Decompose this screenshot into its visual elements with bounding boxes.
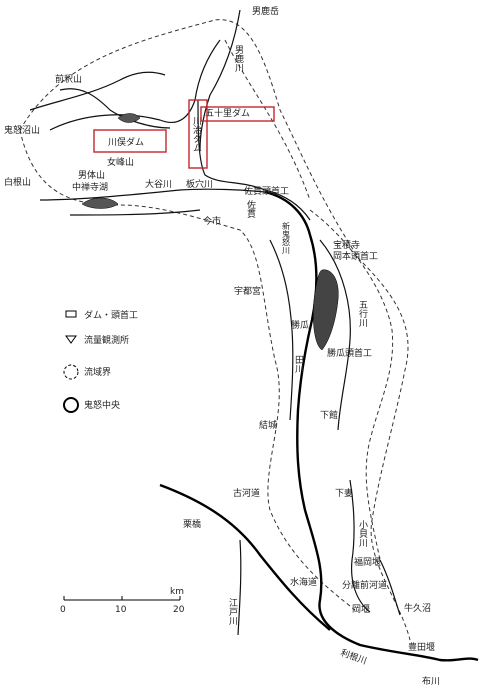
basin-boundary-west [19,129,356,611]
label-otokanogo: 男鹿岳 [252,5,279,17]
label-sanuki: 佐貫 [245,199,256,219]
basin-boundary-inner [309,209,394,561]
label-katsura: 勝瓜 [291,319,309,331]
label-okaseki: 岡堰 [352,604,370,615]
label-itaanagawa: 板穴川 [186,178,213,190]
label-toyodaseki: 豊田堰 [408,641,435,653]
chuzenji-lake [81,197,119,209]
label-shiranesan: 白根山 [4,176,31,188]
label-edogawa: 江戸川 [227,598,238,625]
gogyo-river [319,239,351,431]
upper-kinugawa-river [49,39,221,131]
label-yuki: 結城 [259,419,277,431]
upper-main [197,99,311,221]
label-nantaisan: 男体山 [78,169,105,181]
legend: ダム・頭首工 流量観測所 流域界 鬼怒中央 [63,309,138,413]
legend-basin-label: 流域界 [84,366,111,378]
itaana-river [69,209,201,216]
label-shingawa: 新鬼怒川 [282,221,291,254]
label-fukawa: 布川 [422,675,440,687]
label-nyohosan: 女峰山 [107,156,134,168]
label-kawamata-dam: 川俣ダム [108,136,144,148]
highlight-kawamata-dam [93,129,167,153]
legend-gauge-label: 流量観測所 [84,334,129,346]
label-kawaji-dam: 川治ダム [191,116,202,152]
label-sakurayama: 佐貫頭首工 [244,185,289,197]
ta-river [269,239,294,421]
label-fukuokaseki: 福岡堰 [354,556,381,568]
otoka-river [199,9,241,151]
utsunomiya-alluvial-area [313,269,339,351]
edo-river [237,539,242,636]
kinugawa-main-river [264,190,479,662]
scale-unit: km [170,587,184,597]
label-kokaigawa: 小貝川 [357,520,368,547]
label-utsunomiya: 宇都宮 [234,285,261,297]
label-mitsukaido: 水海道 [290,576,317,588]
daiya-river [39,188,266,201]
label-tonegawa: 利根川 [339,647,368,668]
label-kinusanumayama: 鬼怒沼山 [4,124,40,136]
label-kiyoharanokawa: 宝積寺 [333,239,360,251]
label-kogadote: 古河道 [233,487,260,499]
lower-branch [379,559,401,616]
legend-dam-label: ダム・頭首工 [84,309,138,321]
north-west-river [29,71,166,111]
legend-center-label: 鬼怒中央 [84,399,120,411]
scale-tick-label-20: 20 [173,605,185,615]
tone-river [159,483,331,631]
label-katsurashushu: 勝瓜頭首工 [327,347,372,359]
label-ikari-dam: 五十里ダム [205,107,250,119]
kawamata-lake [117,113,141,123]
basin-boundary-east [224,39,311,201]
scale-bar: km 0 10 20 [60,587,185,615]
label-bunrimae: 分離前河道 [342,579,387,591]
label-gogyogawa: 五行川 [357,300,368,327]
basin-symbol [63,364,79,380]
label-imaichi: 今市 [203,215,221,227]
kawamata-branch [59,88,171,129]
basin-boundary-outer [19,19,411,641]
label-daiyagawa: 大谷川 [145,178,172,190]
label-shimodate: 下館 [320,409,338,421]
scale-tick-label-0: 0 [60,605,66,615]
label-ushikunuma: 牛久沼 [404,602,431,614]
highlight-ikari-dam [200,106,275,122]
label-kuribashi: 栗橋 [183,518,201,530]
label-chuzenjiko: 中禅寺湖 [72,181,108,193]
label-tagawa: 田川 [293,355,304,373]
scale-tick-label-10: 10 [115,605,127,615]
center-symbol [63,397,79,413]
label-okamotoshushu: 岡本頭首工 [333,250,378,262]
label-zenshakusan: 前釈山 [55,73,82,85]
highlight-kawaji-dam [188,99,208,169]
gauge-symbol [65,335,77,344]
label-otokagawa: 男鹿川 [233,45,244,72]
label-shimotsuma: 下妻 [335,487,353,499]
kokai-river [349,479,371,613]
dam-symbol [65,310,77,318]
